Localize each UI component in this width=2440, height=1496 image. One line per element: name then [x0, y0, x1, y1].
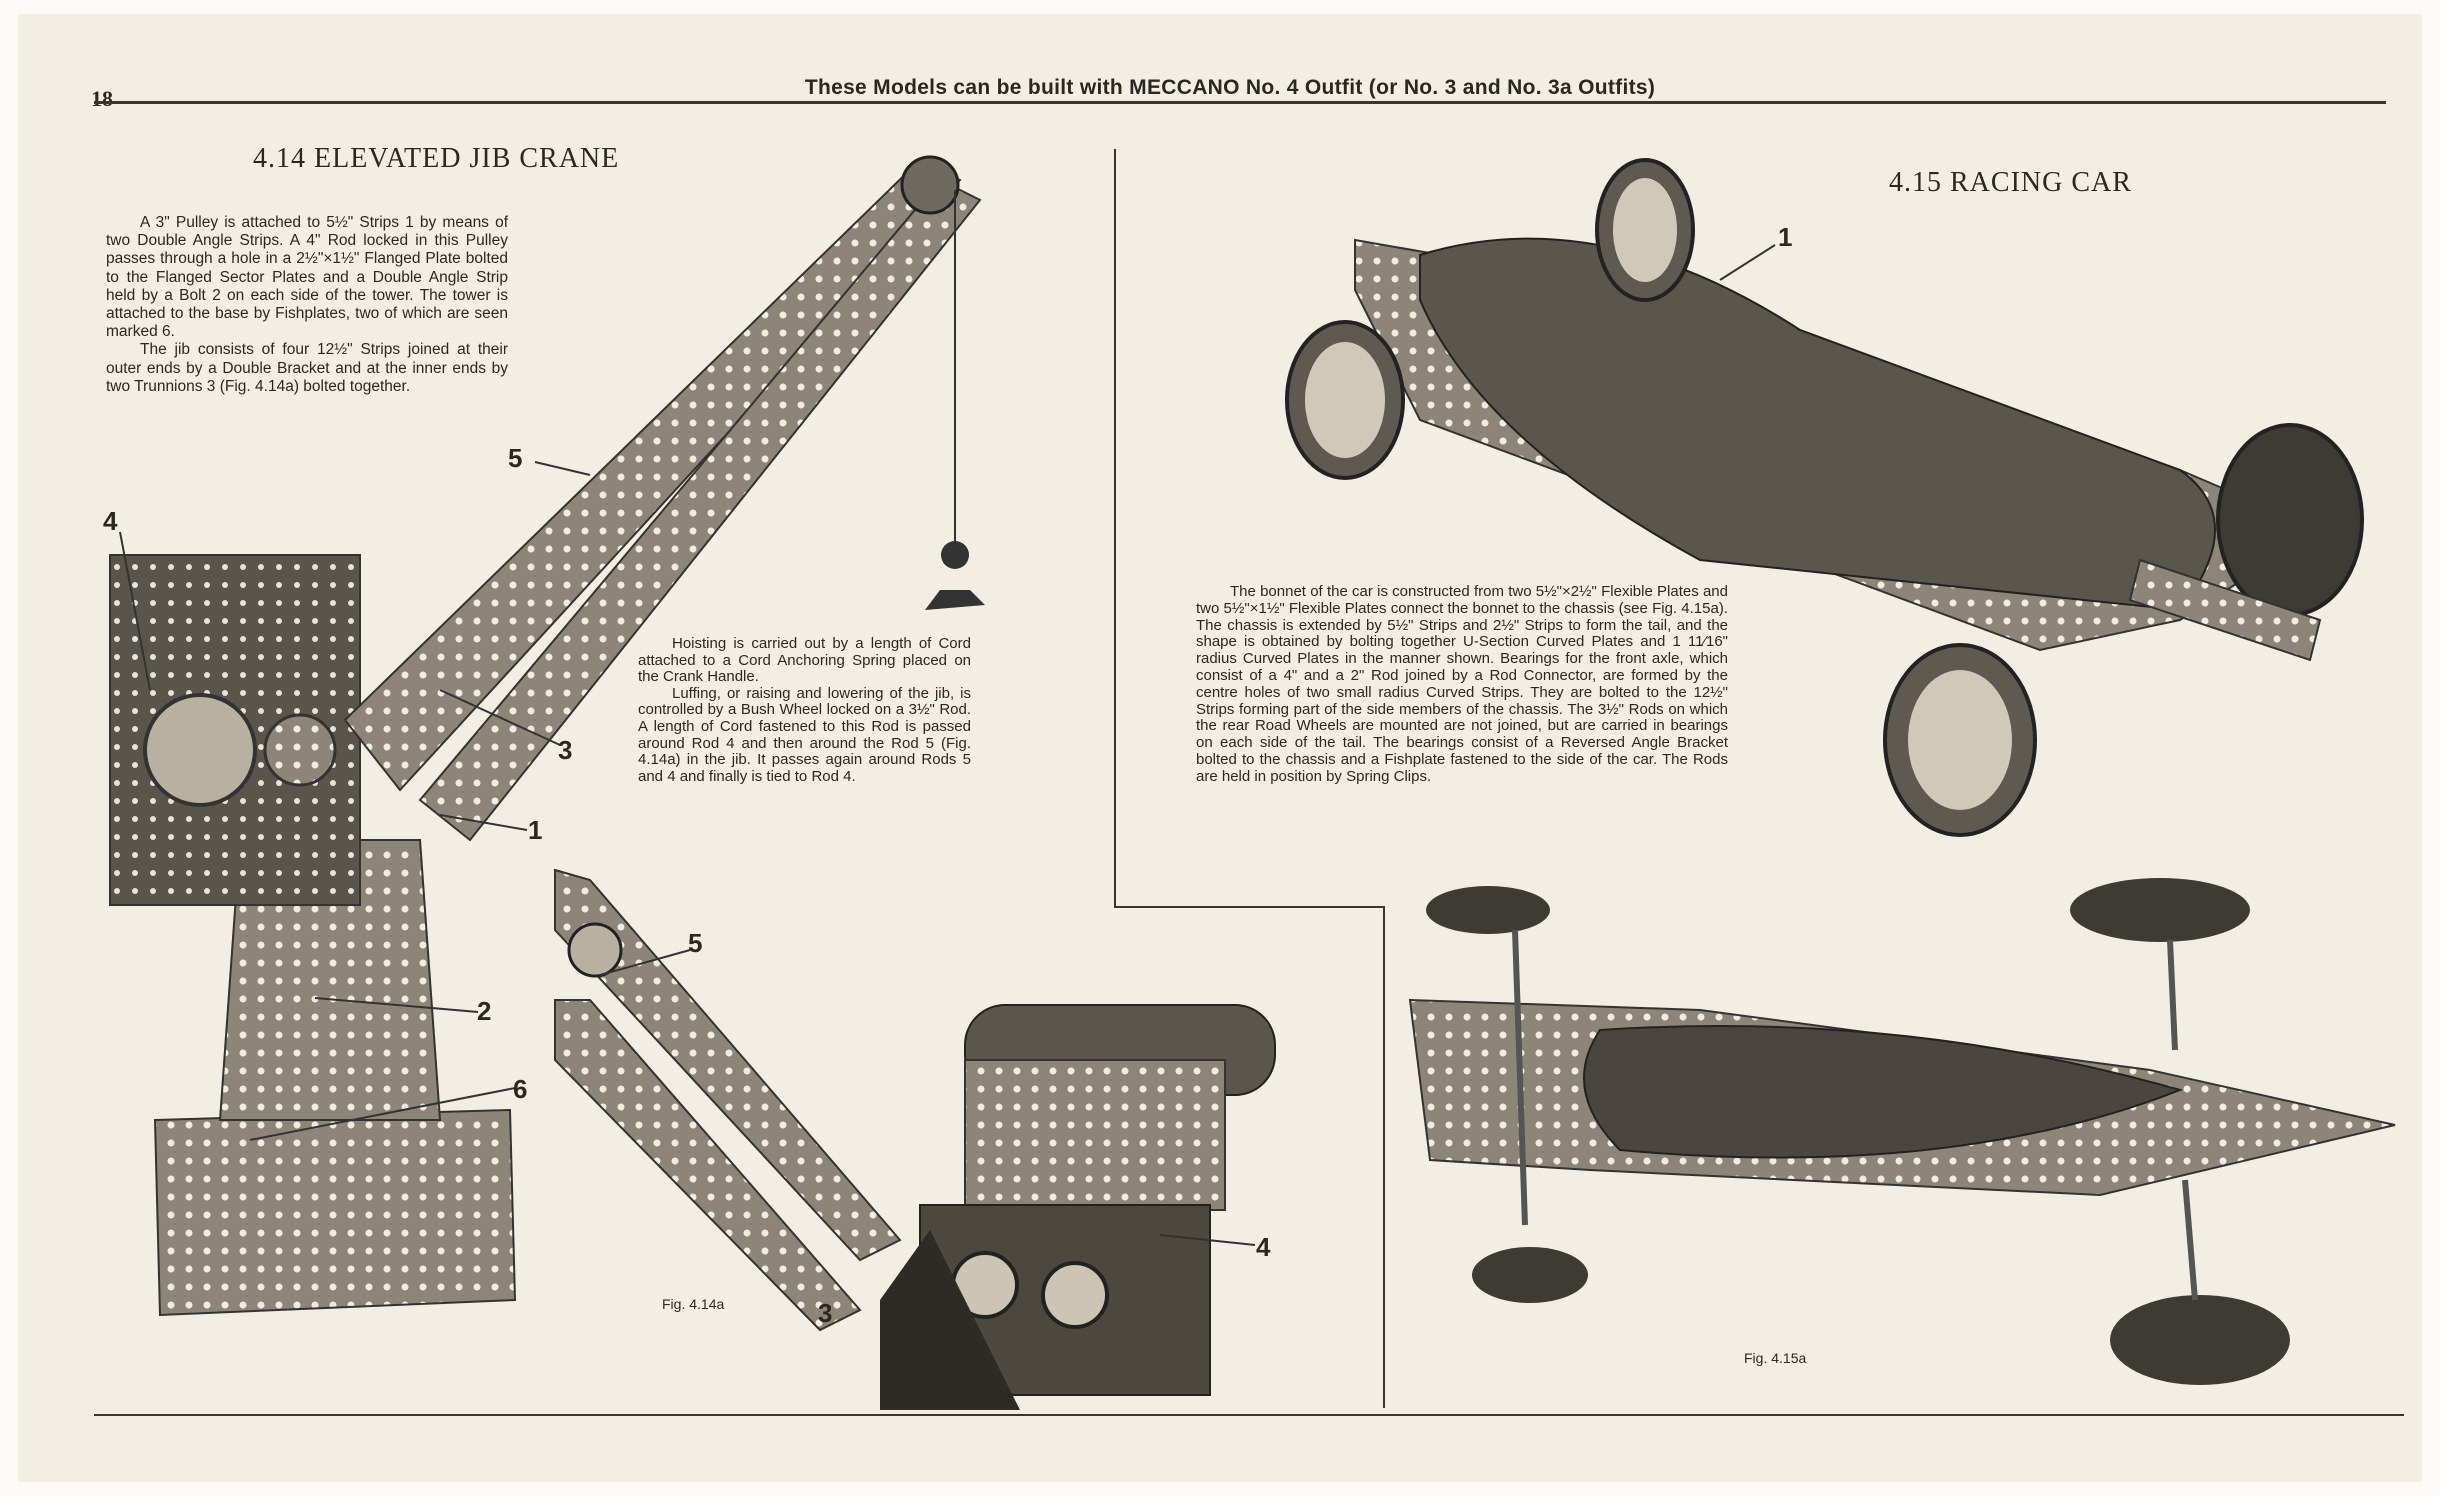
- crane-intro-para: A 3" Pulley is attached to 5½" Strips 1 …: [106, 214, 508, 341]
- hoisting-para: Luffing, or raising and lowering of the …: [638, 684, 971, 785]
- page-header: These Models can be built with MECCANO N…: [804, 76, 1656, 99]
- crane-intro-text: A 3" Pulley is attached to 5½" Strips 1 …: [106, 214, 508, 396]
- label-leader-lines: [119, 244, 1776, 1246]
- crane-detail-illustration: [554, 868, 1276, 1410]
- car-title: 4.15 RACING CAR: [1889, 167, 2132, 198]
- car-description-para: The bonnet of the car is constructed fro…: [1196, 583, 1728, 785]
- crane-label-4: 4: [103, 506, 118, 536]
- fig-414a-label-5: 5: [688, 928, 703, 958]
- footer-rule: [94, 1414, 2404, 1416]
- fig-414a-caption: Fig. 4.14a: [662, 1296, 725, 1312]
- crane-illustration: [109, 155, 985, 1317]
- page-number: 18: [91, 86, 113, 111]
- racing-car-illustration: [1285, 158, 2364, 837]
- crane-label-3: 3: [558, 735, 573, 765]
- column-divider: [1114, 906, 1385, 908]
- crane-hoisting-text: Hoisting is carried out by a length of C…: [638, 635, 971, 785]
- fig-415a-caption: Fig. 4.15a: [1744, 1350, 1807, 1366]
- crane-intro-para: The jib consists of four 12½" Strips joi…: [106, 341, 508, 395]
- hoisting-para: Hoisting is carried out by a length of C…: [638, 635, 971, 686]
- racing-car-chassis-illustration: [1408, 878, 2396, 1385]
- car-description-text: The bonnet of the car is constructed fro…: [1196, 583, 1728, 786]
- crane-title: 4.14 ELEVATED JIB CRANE: [253, 143, 620, 174]
- column-divider: [1383, 906, 1385, 1408]
- crane-label-1: 1: [528, 815, 543, 845]
- header-rule: [94, 101, 2386, 104]
- fig-414a-label-4: 4: [1256, 1232, 1271, 1262]
- crane-label-5: 5: [508, 443, 523, 473]
- car-label-1: 1: [1778, 222, 1793, 252]
- fig-414a-label-3: 3: [818, 1298, 833, 1328]
- crane-label-2: 2: [477, 996, 492, 1026]
- crane-label-6: 6: [513, 1074, 528, 1104]
- column-divider: [1114, 149, 1116, 908]
